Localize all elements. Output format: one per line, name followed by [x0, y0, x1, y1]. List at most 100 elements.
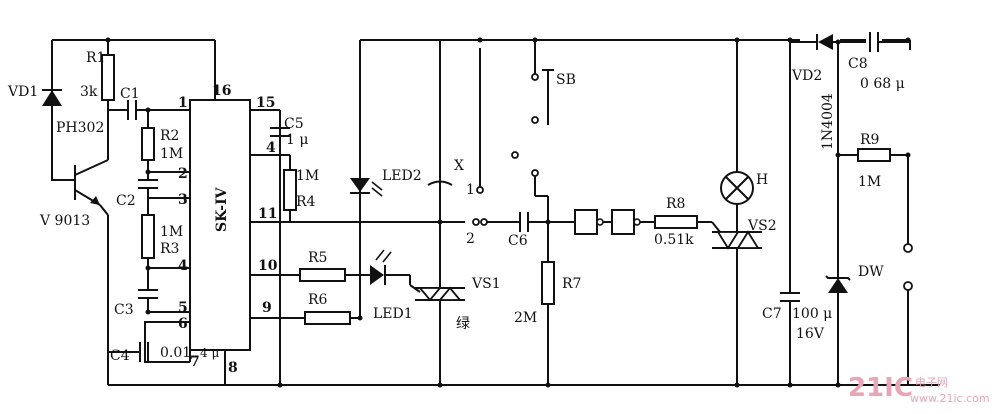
- junction-dots: [105, 37, 911, 388]
- r9-resistor: [857, 148, 891, 162]
- label-led1: LED1: [373, 306, 413, 322]
- ic-pin-9: 9: [262, 300, 272, 316]
- c3-capacitor: [138, 289, 158, 299]
- vd1-diode: [42, 89, 62, 106]
- watermark-cn: 电子网: [915, 376, 948, 389]
- ic-pin-11: 11: [258, 206, 277, 222]
- label-r5: R5: [308, 250, 327, 266]
- r2-resistor: [141, 127, 155, 161]
- c4-capacitor: [139, 342, 149, 362]
- label-r9-value: 1M: [858, 174, 881, 190]
- label-vs2: VS2: [747, 218, 777, 234]
- switch-1-2: [472, 48, 520, 226]
- ic-pin-2: 2: [178, 166, 188, 182]
- label-ph302: PH302: [56, 120, 104, 136]
- label-c5: C5: [284, 116, 304, 132]
- vs2-triac: [712, 230, 762, 250]
- touch-electrode-x: [427, 175, 453, 190]
- label-r7-value: 2M: [514, 310, 537, 326]
- r7-resistor: [541, 261, 555, 305]
- label-c7-value: 100 μ: [792, 306, 832, 322]
- ic-pin-5: 5: [178, 300, 188, 316]
- label-r8: R8: [666, 196, 685, 212]
- label-vd2: VD2: [791, 68, 822, 84]
- label-green: 绿: [456, 316, 470, 332]
- led1-diode: [370, 249, 411, 285]
- label-c6: C6: [508, 233, 528, 249]
- label-r1-value: 3k: [80, 84, 98, 100]
- label-c8-value: 0 68 μ: [860, 76, 905, 92]
- ic-pin-7: 7: [190, 354, 200, 370]
- r5-resistor: [299, 268, 346, 282]
- label-r2: R2: [160, 128, 179, 144]
- c8-capacitor: [866, 30, 911, 52]
- label-r4-value: 1M: [296, 168, 319, 184]
- label-c1: C1: [120, 86, 140, 102]
- ic-name: SK-IV: [214, 186, 230, 232]
- ic-pin-3: 3: [178, 192, 188, 208]
- label-c3: C3: [114, 302, 134, 318]
- label-r3-value: 1M: [160, 224, 183, 240]
- label-c7: C7: [762, 306, 782, 322]
- ic-right-wiring: [250, 39, 465, 385]
- inverter-gates: [574, 209, 655, 235]
- label-r4: R4: [296, 194, 316, 210]
- label-c8: C8: [848, 56, 868, 72]
- label-c2: C2: [116, 193, 136, 209]
- label-r7: R7: [562, 276, 581, 292]
- label-c4-value: 0.01: [160, 345, 191, 361]
- label-sb: SB: [556, 72, 576, 88]
- r1-resistor: [101, 54, 115, 101]
- r4-resistor: [283, 169, 297, 211]
- label-switch-2: 2: [466, 231, 475, 247]
- label-c4: C4: [110, 348, 130, 364]
- ic-sk-iv: [189, 99, 251, 351]
- c5-capacitor: [270, 110, 290, 137]
- c2-capacitor: [138, 179, 158, 189]
- c6-capacitor: [519, 212, 575, 232]
- watermark-url: www.21ic.com: [910, 392, 990, 405]
- label-r3: R3: [160, 241, 179, 257]
- label-r9: R9: [860, 132, 879, 148]
- lamp-h: [720, 40, 754, 385]
- label-transistor: V 9013: [39, 213, 90, 229]
- transistor-v9013: [74, 159, 109, 206]
- dw-zener: [825, 270, 851, 300]
- sb-push-button: [511, 40, 554, 222]
- ic-pin-6: 6: [178, 316, 188, 332]
- label-h: H: [756, 172, 768, 188]
- label-c4-b: 4 μ: [200, 346, 219, 360]
- c1-capacitor: [127, 100, 137, 120]
- label-r6: R6: [308, 292, 328, 308]
- label-c5-value: 1 μ: [286, 132, 308, 148]
- ic-labels: 16 1 15 4 2 3 4 5 6 7 8 11 10 9 SK-IV: [178, 83, 278, 376]
- label-vs1: VS1: [471, 276, 501, 292]
- led2-diode: [350, 178, 383, 197]
- ic-pin-4: 4: [178, 258, 188, 274]
- label-vd2-part: 1N4004: [820, 93, 836, 150]
- ac-terminals: [903, 243, 913, 291]
- watermark-21ic: 21IC 电子网 www.21ic.com: [848, 373, 990, 405]
- label-led2: LED2: [382, 168, 422, 184]
- label-switch-1: 1: [466, 182, 475, 198]
- ic-pin-4-right: 4: [266, 140, 276, 156]
- label-x: X: [454, 158, 464, 174]
- label-c7-voltage: 16V: [796, 326, 825, 342]
- right-wiring: [837, 42, 909, 385]
- r3-resistor: [141, 214, 155, 259]
- labels: VD1 R1 3k PH302 V 9013 C1 R2 1M C2 1M R3…: [7, 50, 905, 364]
- vd2-diode: [790, 30, 870, 50]
- vs1-triac: [409, 284, 465, 385]
- ic-pin-16: 16: [212, 83, 231, 99]
- watermark-logo: 21IC: [848, 373, 913, 403]
- label-vd1: VD1: [7, 84, 38, 100]
- label-r1: R1: [86, 50, 105, 66]
- wire-vs2-gate: [711, 221, 721, 233]
- c7-capacitor: [780, 40, 800, 385]
- label-r8-value: 0.51k: [654, 232, 694, 248]
- r8-resistor: [654, 215, 698, 229]
- ic-pin-10: 10: [258, 258, 278, 274]
- ic-pin-1: 1: [178, 95, 188, 111]
- label-dw: DW: [858, 264, 884, 280]
